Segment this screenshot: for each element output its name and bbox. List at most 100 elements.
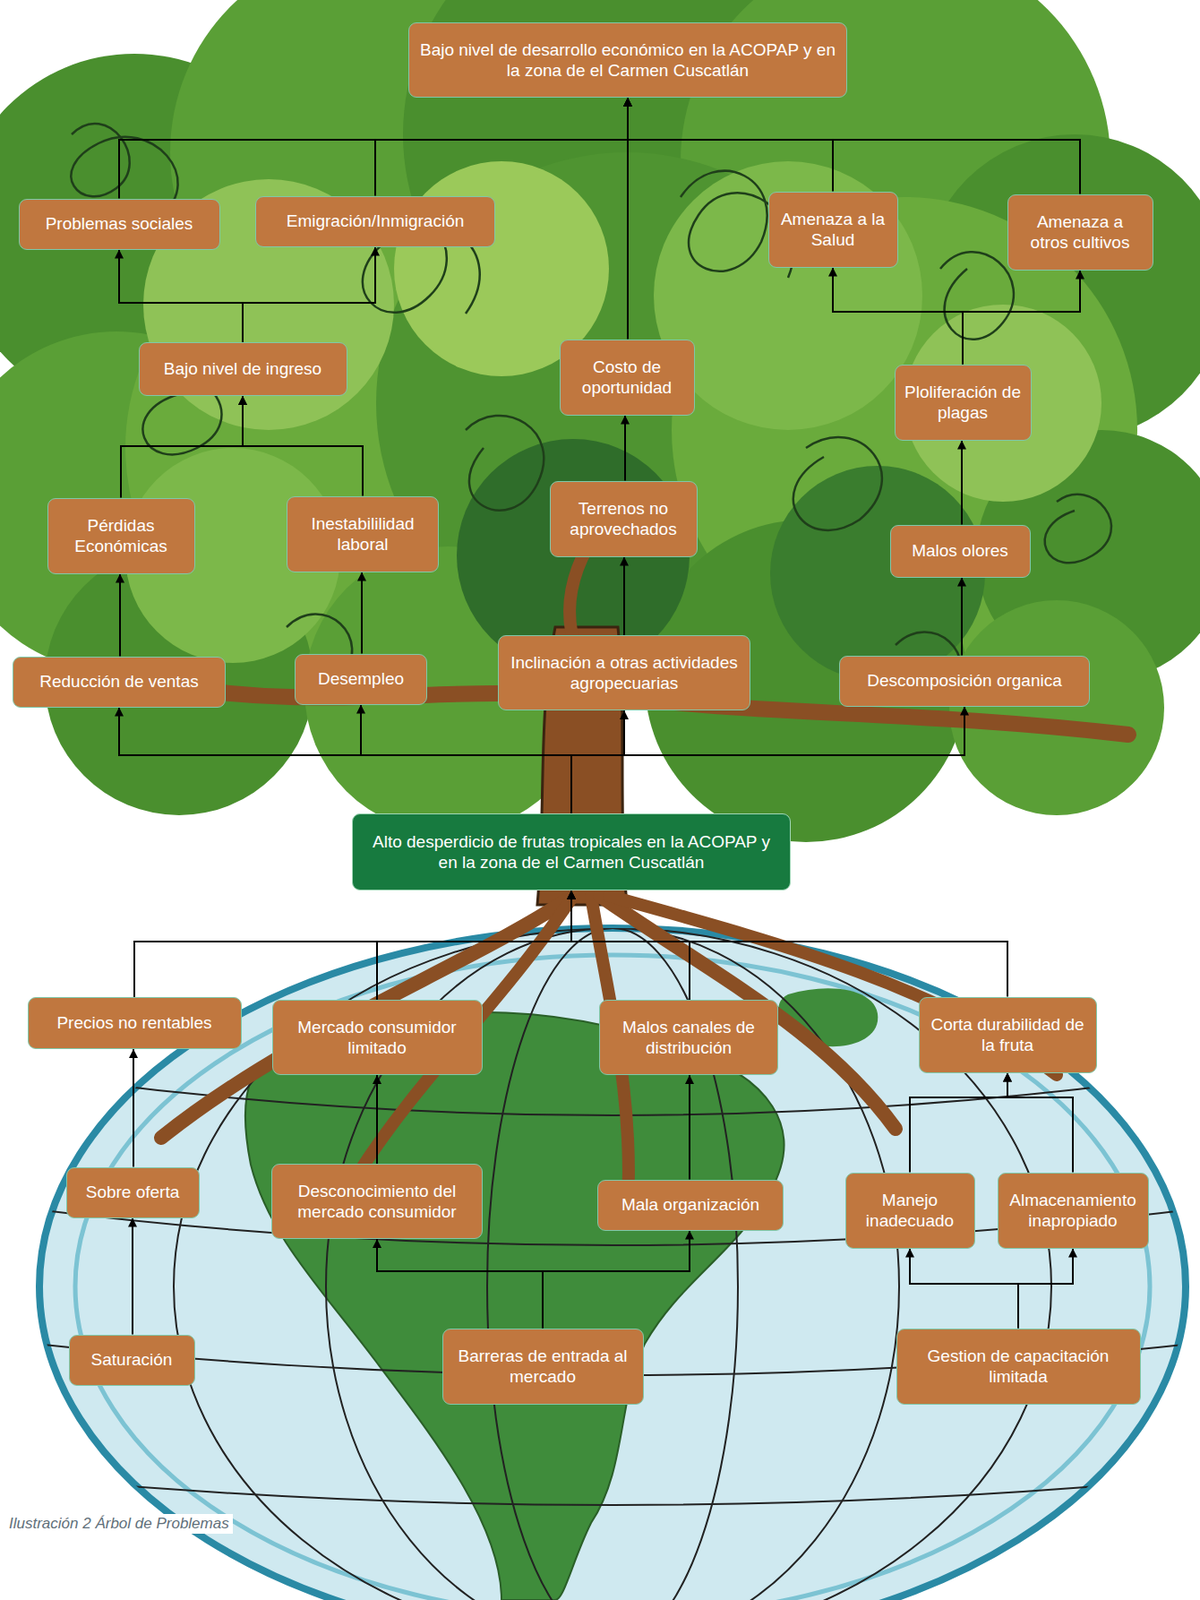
problem-box: Emigración/Inmigración [255,196,496,248]
box-text: Mala organización [606,1193,775,1215]
cause-arrow [360,572,363,654]
box-text: Desempleo [303,668,419,689]
problem-box: Terrenos no aprovechados [549,480,698,558]
cause-arrow [627,97,1080,195]
cause-arrow [960,577,963,656]
cause-arrow [571,706,965,815]
problem-box: Inclinación a otras actividades agropecu… [497,634,751,711]
box-text: Saturación [77,1348,187,1370]
figure-caption: Ilustración 2 Árbol de Problemas [5,1513,233,1534]
cause-arrow [377,890,572,1000]
box-text: Sobre oferta [75,1181,191,1202]
cause-arrow [962,270,1080,365]
cause-arrow [376,1074,378,1164]
cause-arrow [1018,1248,1073,1329]
cause-arrow [377,1238,543,1329]
box-text: Descomposición organica [848,669,1081,691]
globe-grid [35,927,1192,1600]
problem-box: Costo de oportunidad [559,339,695,416]
box-text: Inestabililidad laboral [295,513,430,555]
problem-box: Desconocimiento del mercado consumidor [271,1163,483,1239]
problem-box: Malos canales de distribución [599,999,779,1075]
cause-arrow [119,249,243,343]
cause-arrow [627,97,833,192]
problem-box: Corta durabilidad de la fruta [918,996,1098,1073]
cause-arrow [120,395,243,498]
cause-arrow [623,557,626,636]
cause-arrow [571,890,690,1000]
box-text: Pérdidas Económicas [56,514,187,557]
problem-box: Sobre oferta [66,1166,200,1218]
box-text: Corta durabilidad de la fruta [927,1013,1089,1055]
problem-box: Bajo nivel de ingreso [138,342,348,396]
box-text: Problemas sociales [27,213,212,234]
cause-arrow [909,1072,1008,1173]
cause-arrow [242,247,376,343]
box-text: Inclinación a otras actividades agropecu… [506,651,742,694]
problem-box: Pérdidas Económicas [47,497,196,575]
problem-box: Inestabililidad laboral [286,496,439,573]
problem-box: Amenaza a otros cultivos [1007,194,1154,271]
problem-box: Precios no rentables [27,996,242,1049]
problem-box: Problemas sociales [18,198,221,250]
problem-box: Ploliferación de plagas [894,364,1032,441]
cause-arrow [542,1230,690,1329]
cause-arrow [242,395,363,497]
box-text: Amenaza a la Salud [777,208,890,250]
cause-arrow [960,440,963,525]
island [778,987,878,1046]
problem-box: Almacenamiento inapropiado [997,1172,1149,1249]
cause-arrow [832,267,963,365]
cause-arrow [360,704,572,815]
foliage-scribble [70,123,1112,699]
box-text: Amenaza a otros cultivos [1016,211,1145,253]
problem-box: Descomposición organica [839,655,1090,707]
problem-box: Barreras de entrada al mercado [442,1328,644,1405]
cause-arrow [119,707,572,815]
box-text: Emigración/Inmigración [264,210,487,232]
box-text: Gestion de capacitación limitada [905,1345,1132,1387]
problem-box: Mala organización [597,1179,784,1231]
box-text: Malos olores [899,540,1022,561]
cause-arrow [688,1074,691,1180]
box-text: Bajo nivel de desarrollo económico en la… [417,39,839,81]
box-text: Bajo nivel de ingreso [147,358,339,379]
cause-arrow [132,1048,135,1167]
box-text: Manejo inadecuado [854,1189,967,1231]
box-text: Precios no rentables [36,1011,233,1033]
problem-box: Desempleo [294,653,428,705]
cause-arrow [131,1217,134,1335]
box-text: Barreras de entrada al mercado [451,1345,635,1387]
box-text: Almacenamiento inapropiado [1006,1189,1140,1231]
box-text: Malos canales de distribución [608,1016,770,1058]
globe [35,927,1192,1600]
box-text: Costo de oportunidad [568,356,686,398]
problem-box: Reducción de ventas [12,656,226,708]
box-text: Desconocimiento del mercado consumidor [280,1180,474,1222]
cause-arrow [909,1248,1019,1329]
cause-arrow [571,710,625,814]
box-text: Terrenos no aprovechados [558,497,689,540]
cause-arrow [119,574,121,657]
core-problem-box: Alto desperdicio de frutas tropicales en… [351,813,791,891]
cause-arrow [119,97,628,199]
problem-box: Mercado consumidor limitado [272,999,483,1075]
cause-arrow [571,890,1008,997]
cause-arrow [1007,1072,1073,1173]
globe-ring [75,954,1150,1600]
problem-box: Amenaza a la Salud [768,191,899,268]
problem-box: Manejo inadecuado [845,1172,976,1249]
cause-arrow [375,97,628,197]
box-text: Mercado consumidor limitado [281,1016,474,1058]
problem-box: Gestion de capacitación limitada [896,1328,1141,1405]
cause-arrow [134,890,572,997]
box-text: Alto desperdicio de frutas tropicales en… [360,831,782,873]
problem-box: Saturación [68,1334,196,1386]
main-effect-box: Bajo nivel de desarrollo económico en la… [408,22,848,98]
trunk-and-roots [143,501,1129,1218]
cause-arrow [624,415,626,481]
problem-box: Malos olores [890,524,1031,578]
box-text: Reducción de ventas [21,670,217,692]
box-text: Ploliferación de plagas [903,381,1023,423]
